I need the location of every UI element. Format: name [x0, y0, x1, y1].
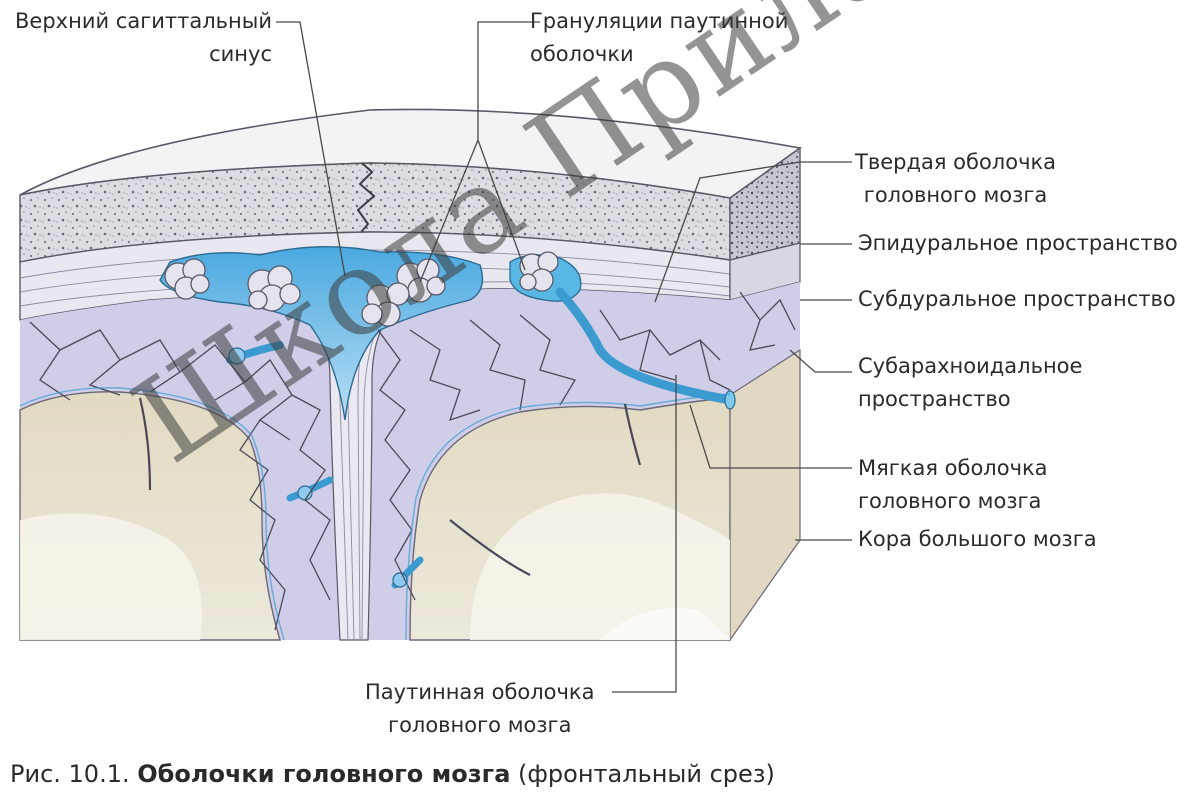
arachnoid-trabeculae [29, 291, 796, 631]
label-arachnoid-mater: Паутинная оболочка головного мозга [365, 676, 594, 742]
label-line: Твердая оболочка [855, 150, 1057, 174]
label-pia-mater: Мягкая оболочка головного мозга [858, 452, 1048, 518]
caption-title: Оболочки головного мозга [137, 760, 511, 788]
arachnoid-granulations [164, 251, 559, 327]
white-matter [20, 513, 202, 640]
caption-prefix: Рис. 10.1. [10, 760, 130, 788]
label-line: Верхний сагиттальный [15, 9, 272, 33]
cortical-sulcus [449, 519, 531, 576]
label-line: синус [209, 42, 272, 66]
label-line: оболочки [530, 42, 634, 66]
bridging-vein [555, 287, 735, 405]
cortex-side [729, 348, 801, 642]
caption-suffix: (фронтальный срез) [518, 760, 775, 788]
label-superior-sagittal-sinus: Верхний сагиттальный синус [15, 5, 272, 71]
label-line: головного мозга [858, 489, 1042, 513]
vein-cross-section [724, 390, 736, 410]
label-line: Грануляции паутинной [530, 9, 789, 33]
label-line: Субарахноидальное [858, 354, 1083, 378]
leader-lines [276, 21, 852, 693]
skull-suture [355, 162, 376, 239]
vessel-cross-section [228, 347, 246, 365]
white-matter [470, 493, 730, 640]
pia-mater [405, 393, 731, 641]
label-line: Паутинная оболочка [365, 680, 595, 704]
label-line: головного мозга [388, 713, 572, 737]
white-matter [600, 608, 730, 640]
label-dura-mater: Твердая оболочка головного мозга [855, 146, 1056, 212]
label-subarachnoid-space: Субарахноидальное пространство [858, 350, 1082, 416]
label-line: головного мозга [863, 183, 1048, 207]
cortical-sulcus [623, 403, 642, 466]
figure-caption: Рис. 10.1. Оболочки головного мозга (фро… [10, 760, 775, 788]
pia-mater [19, 387, 285, 641]
label-subdural-space: Субдуральное пространство [858, 287, 1176, 311]
label-line: Мягкая оболочка [858, 456, 1048, 480]
label-arachnoid-granulations: Грануляции паутинной оболочки [530, 5, 788, 71]
label-epidural-space: Эпидуральное пространство [858, 231, 1178, 255]
cortical-sulcus [138, 397, 152, 491]
label-cerebral-cortex: Кора большого мозга [858, 527, 1097, 551]
label-line: пространство [858, 387, 1011, 411]
